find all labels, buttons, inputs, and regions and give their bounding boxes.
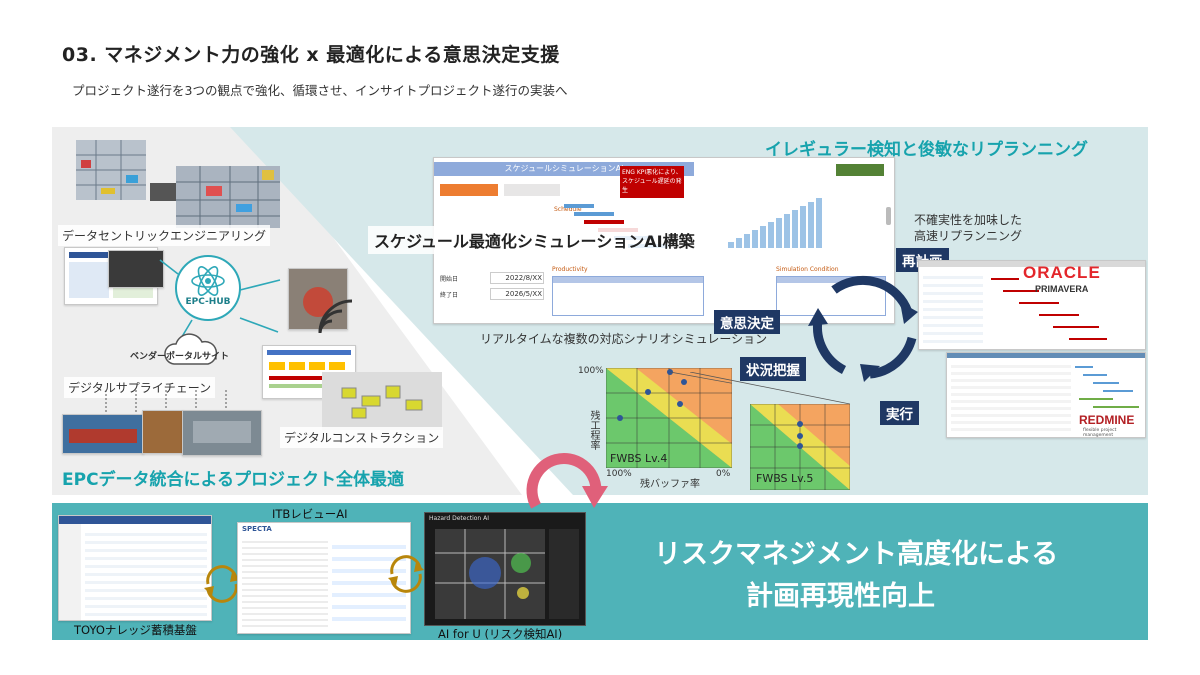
fwbs-chart1-x-right: 0% xyxy=(716,469,731,479)
fwbs-chart2-level: FWBS Lv.5 xyxy=(756,472,814,485)
construction-3d-image xyxy=(322,372,442,430)
sim-condition-label: Simulation Condition xyxy=(776,266,839,273)
redmine-tasks-image: REDMINE flexible project management xyxy=(946,352,1146,438)
bottom-headline-1: リスクマネジメント高度化による xyxy=(654,539,1059,570)
plant-3d-model-image xyxy=(170,160,286,234)
knowledge-label: TOYOナレッジ蓄積基盤 xyxy=(74,623,197,637)
atom-icon xyxy=(191,266,225,296)
itb-label: ITBレビューAI xyxy=(272,507,348,521)
ai-label: AI for U (リスク検知AI) xyxy=(438,627,563,641)
cycle-execute-tag: 実行 xyxy=(880,401,919,425)
sim-date2-value: 2026/5/XX xyxy=(490,288,544,300)
cycle-situation-tag: 状況把握 xyxy=(740,357,806,381)
sim-condition-table xyxy=(776,276,886,316)
page-subtitle: プロジェクト遂行を3つの観点で強化、循環させ、インサイトプロジェクト遂行の実装へ xyxy=(72,83,568,98)
left-panel-heading: EPCデータ統合によるプロジェクト全体最適 xyxy=(62,470,405,490)
specta-logo: SPECTA xyxy=(242,525,272,533)
fwbs-chart1-level: FWBS Lv.4 xyxy=(610,452,668,465)
epc-hub-label: EPC-HUB xyxy=(185,297,231,307)
cargo-ship-photo xyxy=(62,414,144,454)
fwbs-connector-line xyxy=(689,371,851,412)
hazard-title: Hazard Detection AI xyxy=(429,515,490,522)
redmine-logo: REDMINE xyxy=(1079,413,1135,427)
sim-cumulative-chart xyxy=(724,190,834,250)
fwbs-chart1-y-top: 100% xyxy=(578,366,604,376)
data-centric-label: データセントリックエンジニアリング xyxy=(58,225,271,246)
replan-caption-2: 高速リプランニング xyxy=(914,229,1023,243)
primavera-schedule-image: ORACLE PRIMAVERA xyxy=(918,260,1146,350)
sim-caption: リアルタイムな複数の対応シナリオシミュレーション xyxy=(480,332,768,346)
supply-chain-dots xyxy=(96,390,246,412)
replan-caption-1: 不確実性を加味した xyxy=(914,213,1023,227)
cycle-arrows-icon xyxy=(384,552,428,596)
bottom-headline-2: 計画再現性向上 xyxy=(746,581,935,612)
sim-date1-label: 開始日 xyxy=(440,276,459,283)
fwbs-risk-matrix-lv5 xyxy=(749,403,851,491)
plant-3d-model-image xyxy=(66,130,166,212)
supply-chain-label: デジタルサプライチェーン xyxy=(64,377,216,398)
sim-date2-label: 終了日 xyxy=(440,292,459,299)
sim-productivity-table xyxy=(552,276,704,316)
sim-title-label: スケジュール最適化シミュレーションAI構築 xyxy=(368,226,701,254)
page-title: 03. マネジメント力の強化 x 最適化による意思決定支援 xyxy=(62,44,560,66)
sim-productivity-label: Productivity xyxy=(552,266,588,273)
wireless-signal-icon xyxy=(310,298,360,338)
screen-image xyxy=(108,250,164,288)
vendor-portal-label: ベンダーポータルサイト xyxy=(130,352,230,362)
cloud-icon xyxy=(160,330,220,370)
itb-review-screen: SPECTA xyxy=(237,522,411,634)
fwbs-chart1-ylabel: 残工程率 xyxy=(588,410,599,450)
sim-callout: ENG KPI悪化により、スケジュール遅延の発生 xyxy=(620,166,684,198)
primavera-logo: PRIMAVERA xyxy=(1035,284,1089,294)
fwbs-chart1-xlabel: 残バッファ率 xyxy=(640,479,700,490)
construction-label: デジタルコンストラクション xyxy=(280,427,444,448)
sim-schedule-label: Schedule xyxy=(554,206,582,213)
epc-hub-node: EPC-HUB xyxy=(175,255,241,321)
sim-orange-field xyxy=(440,184,498,196)
pdca-cycle-diagram xyxy=(800,262,930,392)
factory-photo xyxy=(142,410,184,454)
hazard-detection-screen: Hazard Detection AI xyxy=(424,512,586,626)
sim-scrollbar[interactable] xyxy=(886,207,891,225)
redmine-tagline: flexible project management xyxy=(1083,428,1117,438)
oracle-logo: ORACLE xyxy=(1023,263,1101,282)
right-panel-heading: イレギュラー検知と俊敏なリプランニング xyxy=(765,140,1088,160)
sim-date1-value: 2022/8/XX xyxy=(490,272,544,284)
knowledge-base-screen xyxy=(58,515,212,621)
hub-connector-arrows xyxy=(150,240,290,350)
fwbs-chart1-x-left: 100% xyxy=(606,469,632,479)
cycle-decision-tag: 意思決定 xyxy=(714,310,780,334)
sim-field xyxy=(504,184,560,196)
pink-circular-arrow-icon xyxy=(516,446,608,530)
fwbs-risk-matrix-lv4 xyxy=(605,367,847,469)
worker-photo xyxy=(288,268,348,330)
fabrication-photo xyxy=(182,410,262,456)
sim-run-button[interactable] xyxy=(836,164,884,176)
